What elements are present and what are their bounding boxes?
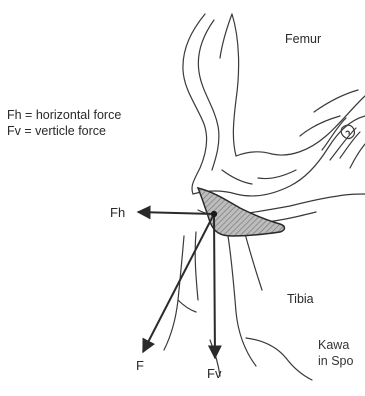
- fh-label: Fh: [110, 205, 125, 220]
- femur-outline: [183, 14, 365, 196]
- force-origin-point: [211, 211, 217, 217]
- fv-label: Fv: [207, 366, 221, 381]
- femur-label: Femur: [285, 32, 321, 46]
- fv-arrow: [214, 214, 215, 358]
- credit-line-2: in Spo: [318, 354, 353, 369]
- credit-line-1: Kawa: [318, 338, 349, 353]
- legend-horizontal-force: Fh = horizontal force: [7, 108, 121, 123]
- force-vectors: [138, 212, 215, 358]
- tibia-label: Tibia: [287, 292, 314, 306]
- f-label: F: [136, 358, 144, 373]
- f-arrow: [143, 214, 214, 352]
- legend-vertical-force: Fv = verticle force: [7, 124, 106, 139]
